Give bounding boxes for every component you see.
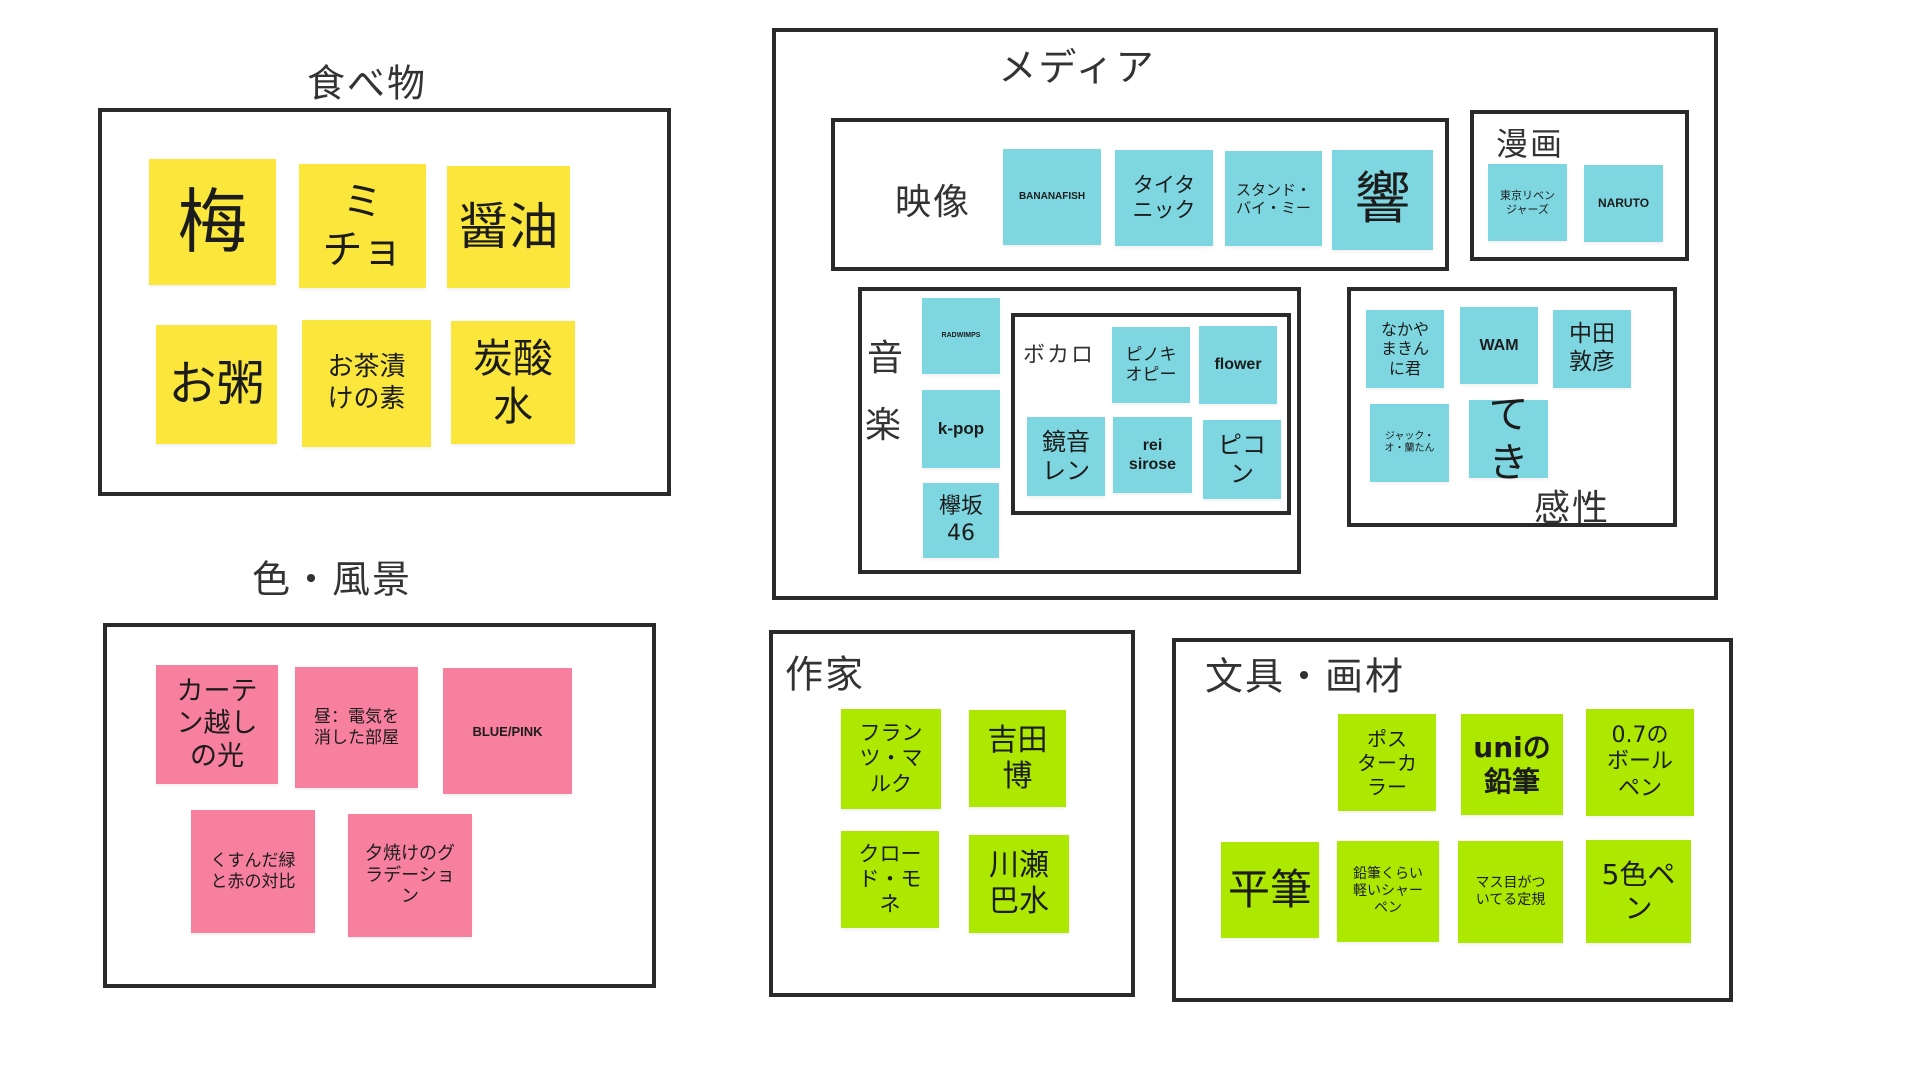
sticky-note[interactable]: uniの 鉛筆: [1461, 714, 1563, 815]
sticky-note[interactable]: ピコ ン: [1203, 420, 1281, 499]
sticky-note[interactable]: ジャック・ オ・蘭たん: [1370, 404, 1449, 482]
sticky-note[interactable]: k-pop: [922, 390, 1000, 468]
sticky-note[interactable]: なかや まきん に君: [1366, 310, 1444, 388]
sticky-note[interactable]: 夕焼けのグ ラデーショ ン: [348, 814, 472, 937]
sticky-note[interactable]: 醤油: [447, 166, 570, 288]
sticky-note[interactable]: 中田 敦彦: [1553, 310, 1631, 388]
sticky-note[interactable]: 昼：電気を 消した部屋: [295, 667, 418, 788]
stationery-group-title: 文具・画材: [1204, 654, 1406, 699]
sticky-note[interactable]: 鏡音 レン: [1027, 417, 1105, 496]
sticky-note[interactable]: くすんだ緑 と赤の対比: [191, 810, 315, 933]
video-subgroup-title: 映像: [894, 182, 972, 223]
sticky-note[interactable]: ピノキ オピー: [1112, 327, 1190, 403]
sensibility-subgroup-title: 感性: [1533, 488, 1611, 529]
sticky-note[interactable]: てき: [1469, 392, 1548, 486]
sticky-note[interactable]: お茶漬 けの素: [302, 320, 431, 447]
sticky-note[interactable]: 炭酸 水: [451, 321, 575, 444]
sticky-note[interactable]: 東京リベン ジャーズ: [1488, 164, 1567, 241]
sticky-note[interactable]: ミ チョ: [299, 164, 426, 288]
sticky-note[interactable]: 川瀬 巴水: [969, 835, 1069, 933]
manga-subgroup-title: 漫画: [1495, 125, 1565, 163]
sticky-note[interactable]: WAM: [1460, 307, 1538, 384]
color-group-title: 色・風景: [251, 557, 413, 602]
sticky-note[interactable]: 平筆: [1221, 842, 1319, 938]
sticky-note[interactable]: クロー ド・モ ネ: [841, 831, 939, 928]
sticky-note[interactable]: 響: [1332, 150, 1433, 250]
authors-group-title: 作家: [784, 652, 866, 697]
sticky-note[interactable]: flower: [1199, 326, 1277, 404]
music-subgroup-title-1: 音: [866, 338, 906, 379]
sticky-note[interactable]: 0.7の ボール ペン: [1586, 709, 1694, 816]
sticky-note[interactable]: スタンド・ バイ・ミー: [1225, 151, 1322, 246]
sticky-note[interactable]: お粥: [156, 325, 277, 444]
sticky-note[interactable]: RADWIMPS: [922, 298, 1000, 374]
sticky-note[interactable]: フラン ツ・マ ルク: [841, 709, 941, 809]
sticky-note[interactable]: ポス ターカ ラー: [1338, 714, 1436, 811]
sticky-note[interactable]: NARUTO: [1584, 165, 1663, 242]
sticky-note[interactable]: BLUE/PINK: [443, 668, 572, 794]
sticky-note[interactable]: タイタ ニック: [1115, 150, 1213, 246]
sticky-note[interactable]: マス目がつ いてる定規: [1458, 841, 1563, 943]
media-group-title: メディア: [998, 45, 1156, 90]
sticky-note[interactable]: rei sirose: [1113, 417, 1192, 493]
sticky-note[interactable]: BANANAFISH: [1003, 149, 1101, 245]
music-subgroup-title-2: 楽: [864, 405, 904, 446]
sticky-note[interactable]: 吉田 博: [969, 710, 1066, 807]
food-group-title: 食べ物: [306, 61, 428, 106]
authors-group-frame[interactable]: [769, 630, 1135, 997]
vocaloid-subgroup-title: ボカロ: [1022, 343, 1096, 368]
sticky-note[interactable]: 鉛筆くらい 軽いシャー ペン: [1337, 841, 1439, 942]
sticky-note[interactable]: 梅: [149, 159, 276, 285]
sticky-note[interactable]: カーテ ン越し の光: [156, 665, 278, 784]
sticky-note[interactable]: 5色ペ ン: [1586, 840, 1691, 943]
sticky-note[interactable]: 欅坂 46: [923, 483, 999, 558]
